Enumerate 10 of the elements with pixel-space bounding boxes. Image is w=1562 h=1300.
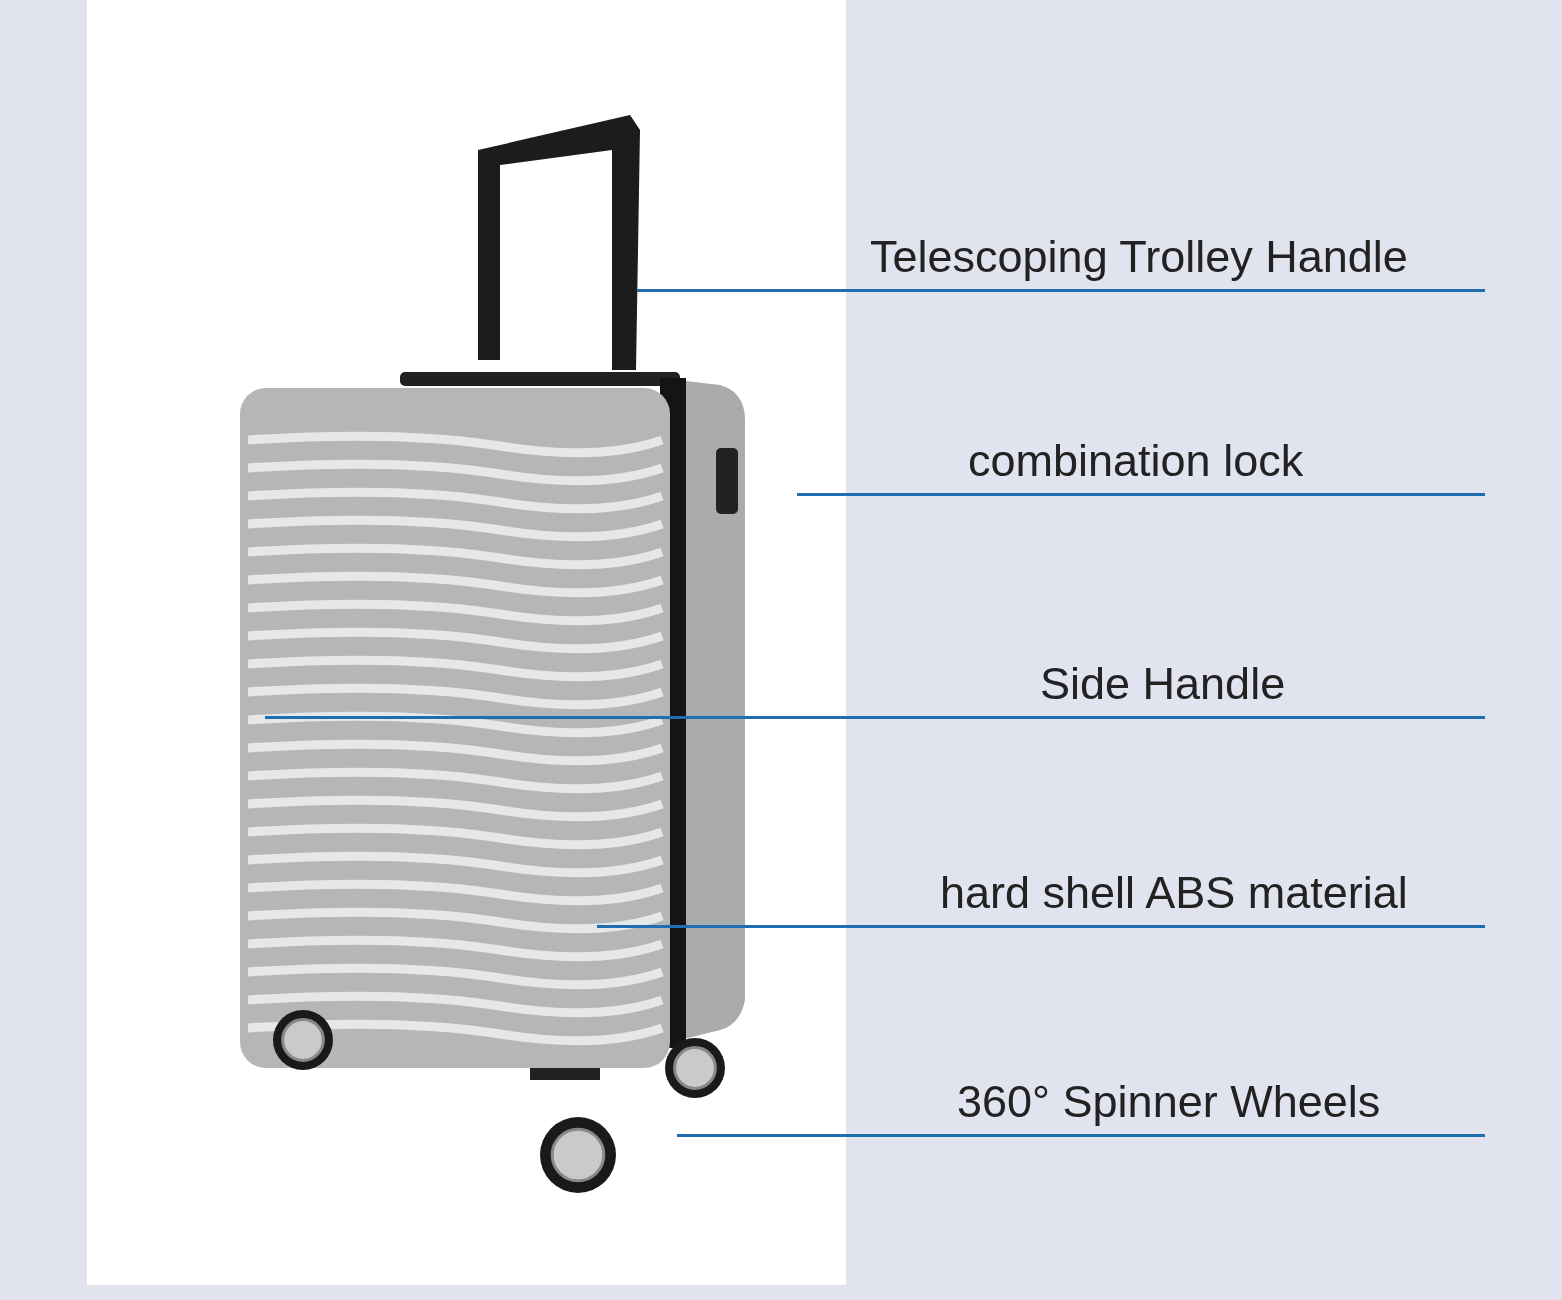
leader-line [797, 493, 968, 496]
callout-label: hard shell ABS material [940, 868, 1485, 928]
callout-label: combination lock [968, 436, 1485, 496]
leader-line [597, 925, 940, 928]
leader-line [677, 1134, 957, 1137]
callout-label: Side Handle [1040, 659, 1485, 719]
callout-label: Telescoping Trolley Handle [870, 232, 1485, 292]
leader-line [265, 716, 1040, 719]
callout-label: 360° Spinner Wheels [957, 1077, 1485, 1137]
leader-line [637, 289, 870, 292]
